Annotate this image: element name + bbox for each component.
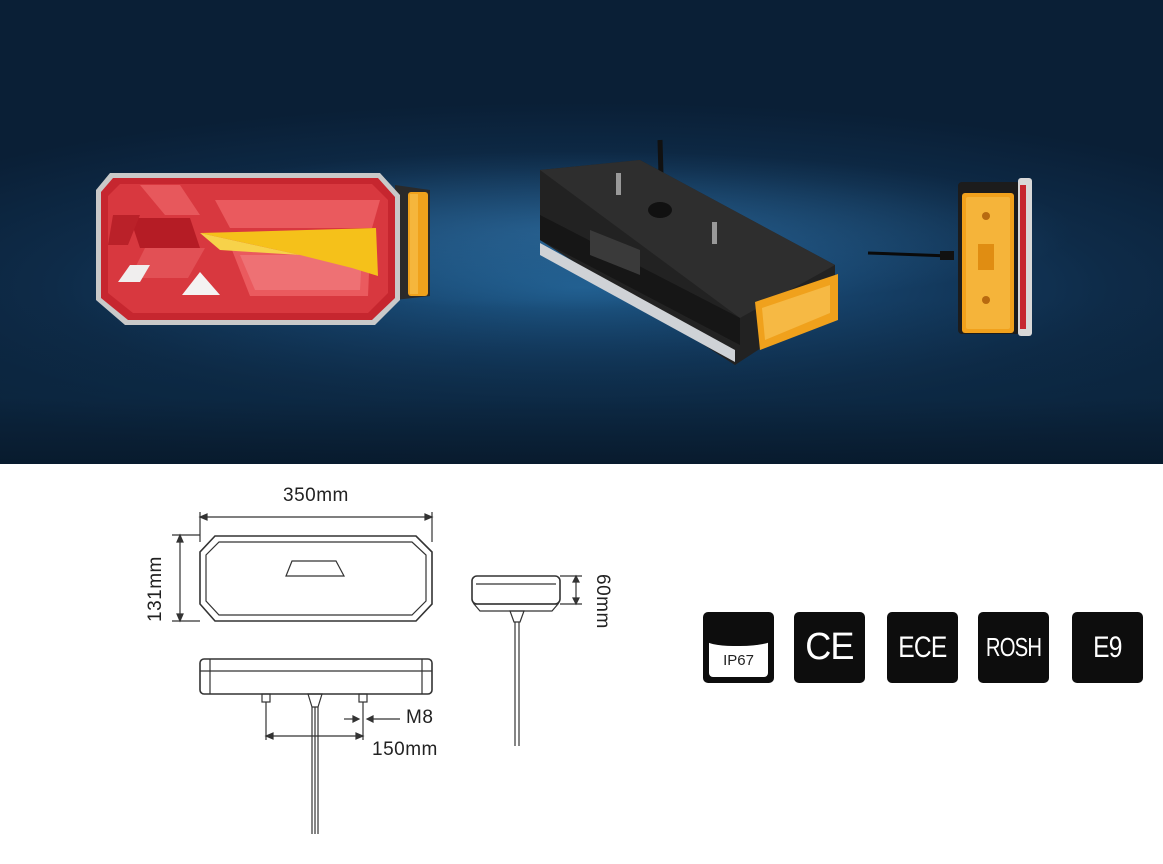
ece-label: ECE: [898, 630, 947, 664]
lamp-side-view: [867, 178, 1032, 336]
height-label: 131mm: [145, 556, 166, 622]
product-photos: [96, 139, 1032, 365]
e9-icon: E9: [1072, 612, 1143, 683]
lamp-front-view: [96, 173, 430, 325]
dimension-drawing: [172, 512, 582, 834]
depth-label: 60mm: [592, 574, 613, 629]
thread-label: M8: [406, 707, 434, 728]
ce-mark-icon: CE: [794, 612, 865, 683]
e9-label: E9: [1093, 630, 1122, 664]
width-label: 350mm: [283, 485, 349, 506]
rosh-icon: ROSH: [978, 612, 1049, 683]
lamp-back-view: [540, 139, 838, 365]
rosh-label: ROSH: [985, 632, 1042, 662]
technical-drawings: 350mm 131mm 60mm M8 150mm: [0, 464, 1163, 864]
ece-icon: ECE: [887, 612, 958, 683]
bolt-spacing-label: 150mm: [372, 739, 438, 760]
ce-label: CE: [805, 626, 854, 668]
certification-badges: IP67 CE ECE ROSH E9: [703, 612, 1143, 684]
waterproof-icon: IP67: [703, 612, 774, 683]
ip67-label: IP67: [723, 652, 754, 669]
product-photo-banner: [0, 0, 1163, 464]
